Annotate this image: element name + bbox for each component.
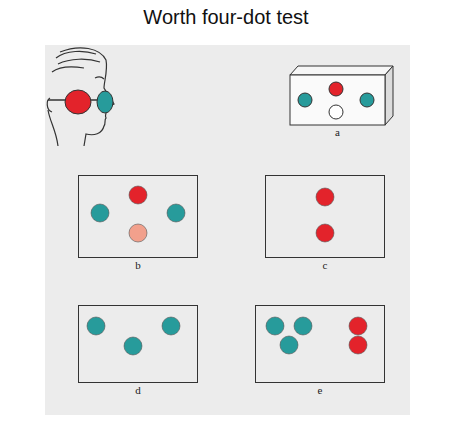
panel-frame: [265, 175, 385, 258]
panel-letter: c: [265, 259, 385, 272]
test-panel: a: [290, 75, 385, 140]
panel-letter: b: [78, 259, 198, 272]
three-green-dots: [87, 317, 180, 355]
ground-panel: [45, 45, 410, 415]
panel-frame: [290, 75, 385, 125]
panel-frame: [78, 175, 198, 258]
panel-frame: [255, 305, 385, 383]
fused-four-dots: [91, 186, 185, 242]
panel-letter: d: [78, 384, 198, 397]
five-dots-diplopia: [266, 317, 367, 354]
test-panel: b: [78, 175, 198, 273]
test-panel: c: [265, 175, 385, 273]
panel-letter: a: [290, 126, 385, 139]
test-panel: d: [78, 305, 198, 398]
panel-letter: e: [255, 384, 385, 397]
diagram-title: Worth four-dot test: [0, 6, 452, 29]
light-box: [290, 66, 393, 125]
panel-frame: [78, 305, 198, 383]
face-profile: [47, 48, 114, 146]
two-red-dots: [316, 188, 334, 242]
red-green-glasses: [48, 90, 113, 114]
test-panel: e: [255, 305, 385, 398]
